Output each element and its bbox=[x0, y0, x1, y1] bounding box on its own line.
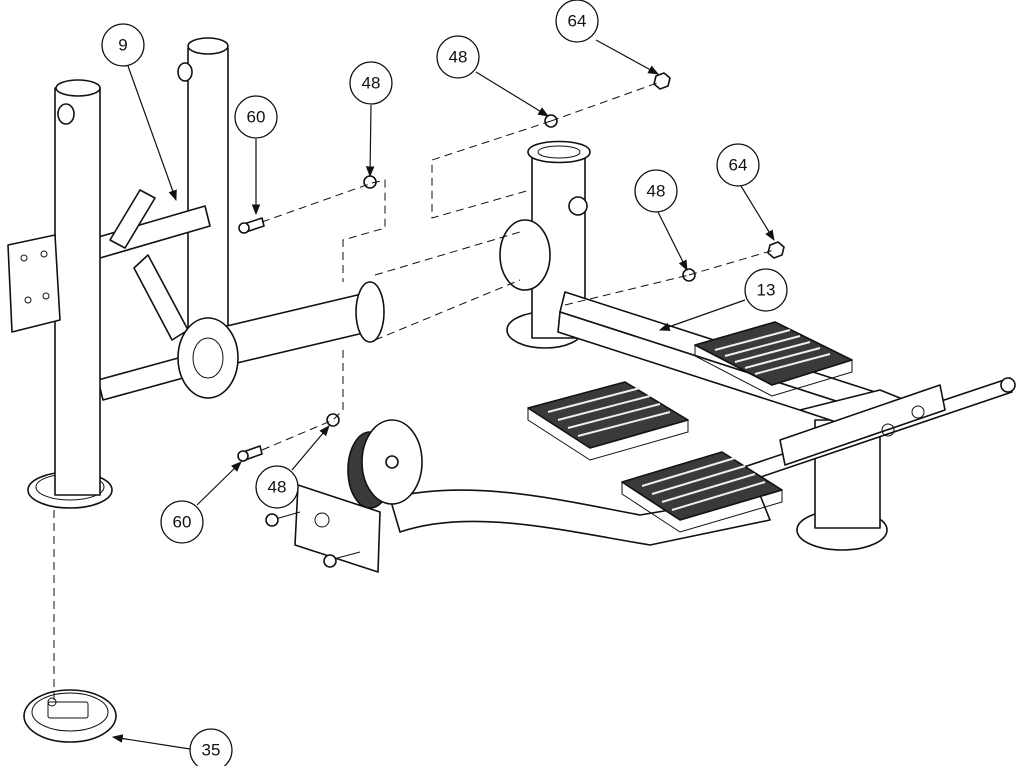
callout-48-lower: 48 bbox=[255, 465, 299, 509]
bolt-60-lower bbox=[237, 445, 263, 462]
callout-35: 35 bbox=[189, 728, 233, 766]
callout-label: 60 bbox=[247, 108, 266, 127]
callout-48-right: 48 bbox=[634, 169, 678, 213]
callout-64-right: 64 bbox=[716, 143, 760, 187]
foot-pad-lower bbox=[621, 451, 783, 533]
callout-label: 35 bbox=[202, 741, 221, 760]
foot-cap-part-35 bbox=[23, 689, 117, 743]
callout-label: 13 bbox=[757, 281, 776, 300]
callout-60-lower: 60 bbox=[160, 500, 204, 544]
callout-48-upper-left: 48 bbox=[349, 61, 393, 105]
callout-64-top: 64 bbox=[555, 0, 599, 43]
callout-9: 9 bbox=[101, 23, 145, 67]
foot-pad-middle bbox=[527, 381, 689, 461]
callout-60-upper: 60 bbox=[234, 95, 278, 139]
callout-label: 64 bbox=[568, 12, 587, 31]
callout-13: 13 bbox=[744, 268, 788, 312]
callout-label: 60 bbox=[173, 513, 192, 532]
callout-label: 48 bbox=[647, 182, 666, 201]
left-frame-part-9 bbox=[7, 37, 385, 509]
callout-label: 48 bbox=[449, 48, 468, 67]
foot-pad-upper bbox=[694, 321, 853, 397]
nut-64-b bbox=[767, 241, 785, 259]
callout-label: 64 bbox=[729, 156, 748, 175]
nut-64-a bbox=[653, 72, 671, 90]
callout-label: 48 bbox=[268, 478, 287, 497]
callout-leaders bbox=[111, 39, 775, 750]
assembly-lines bbox=[53, 81, 775, 700]
callout-label: 9 bbox=[118, 36, 127, 55]
callout-label: 48 bbox=[362, 74, 381, 93]
bolt-60-upper bbox=[238, 217, 265, 234]
callout-48-top: 48 bbox=[436, 35, 480, 79]
